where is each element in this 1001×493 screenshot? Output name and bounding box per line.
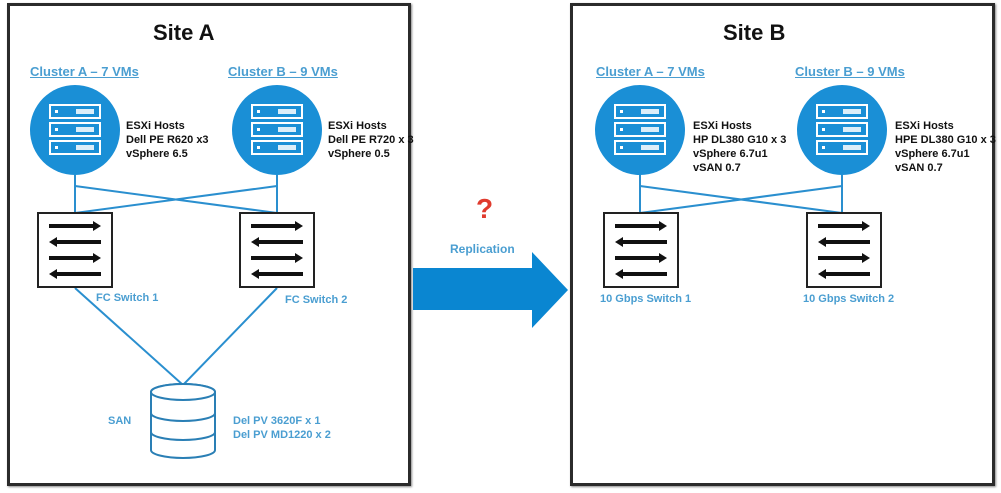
info-line: vSphere 6.5 [126, 148, 188, 160]
info-line: vSphere 0.5 [328, 148, 390, 160]
site-a-cluster-a-info: ESXi Hosts Dell PE R620 x3 vSphere 6.5 [126, 119, 209, 161]
info-line: vSphere 6.7u1 [693, 148, 768, 160]
10g-switch-1-label: 10 Gbps Switch 1 [600, 293, 692, 305]
san-label: SAN [108, 415, 132, 427]
server-rack-icon [595, 85, 685, 175]
info-line: vSphere 6.7u1 [895, 148, 970, 160]
server-rack-icon [797, 85, 887, 175]
server-rack-icon [232, 85, 322, 175]
info-line: ESXi Hosts [693, 120, 752, 132]
site-b-cluster-a-label: Cluster A – 7 VMs [596, 64, 705, 79]
network-switch-icon [806, 212, 882, 288]
info-line: HP DL380 G10 x 3 [693, 134, 787, 146]
site-a-cluster-b-label: Cluster B – 9 VMs [228, 64, 338, 79]
site-a-cluster-a-label: Cluster A – 7 VMs [30, 64, 139, 79]
info-line: Dell PE R720 x 3 [328, 134, 414, 146]
server-rack-icon [30, 85, 120, 175]
database-icon [150, 383, 216, 459]
network-switch-icon [603, 212, 679, 288]
info-line: Del PV 3620F x 1 [233, 415, 321, 427]
question-mark: ? [476, 193, 494, 224]
san-info: Del PV 3620F x 1 Del PV MD1220 x 2 [233, 414, 331, 442]
replication-label: Replication [450, 242, 515, 256]
info-line: Dell PE R620 x3 [126, 134, 209, 146]
site-b-cluster-b-label: Cluster B – 9 VMs [795, 64, 905, 79]
site-b-title: Site B [723, 20, 786, 45]
network-switch-icon [37, 212, 113, 288]
info-line: Del PV MD1220 x 2 [233, 429, 331, 441]
info-line: ESXi Hosts [895, 120, 954, 132]
site-a-links [74, 175, 278, 386]
site-b-cluster-a-info: ESXi Hosts HP DL380 G10 x 3 vSphere 6.7u… [693, 119, 786, 175]
right-arrow-icon [413, 252, 568, 328]
info-line: ESXi Hosts [328, 120, 387, 132]
site-b-cluster-b-info: ESXi Hosts HPE DL380 G10 x 3 vSphere 6.7… [895, 119, 996, 175]
info-line: HPE DL380 G10 x 3 [895, 134, 996, 146]
10g-switch-2-label: 10 Gbps Switch 2 [803, 293, 895, 305]
fc-switch-2-label: FC Switch 2 [285, 294, 348, 306]
info-line: vSAN 0.7 [895, 162, 943, 174]
site-a-title: Site A [153, 20, 215, 45]
fc-switch-1-label: FC Switch 1 [96, 292, 159, 304]
site-b-links [639, 175, 843, 214]
network-switch-icon [239, 212, 315, 288]
site-a-cluster-b-info: ESXi Hosts Dell PE R720 x 3 vSphere 0.5 [328, 119, 414, 161]
info-line: ESXi Hosts [126, 120, 185, 132]
info-line: vSAN 0.7 [693, 162, 741, 174]
